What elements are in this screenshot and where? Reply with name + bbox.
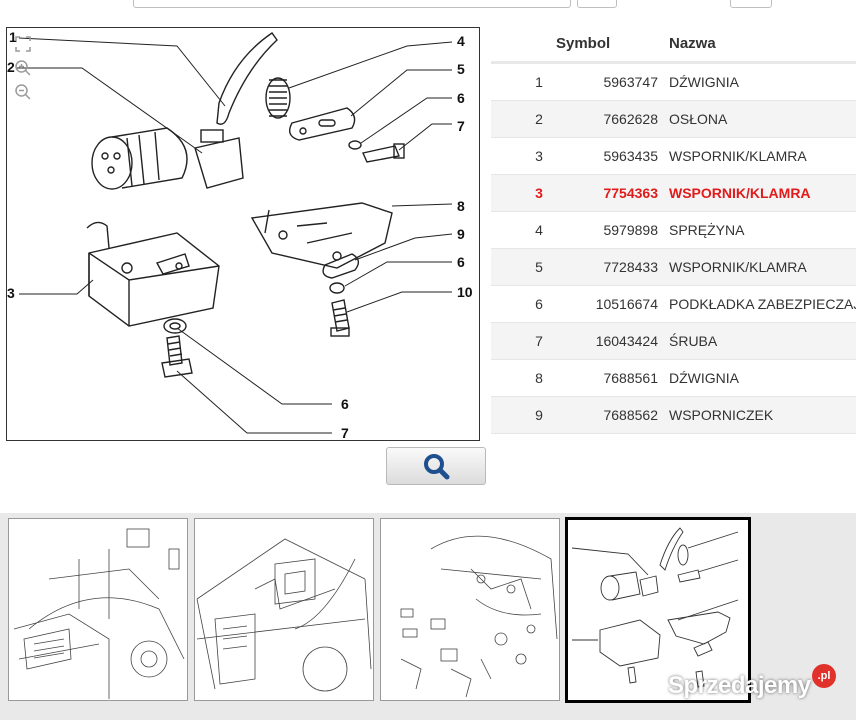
table-row[interactable]: 1 5963747 DŹWIGNIA	[491, 64, 856, 101]
row-part-number: 5963747	[603, 74, 658, 90]
row-part-name: DŹWIGNIA	[669, 74, 739, 90]
callout-label: 7	[341, 425, 349, 440]
thumbnail-diagram[interactable]	[194, 518, 374, 701]
callout-label: 6	[341, 396, 349, 412]
row-index: 8	[535, 370, 543, 386]
callout-label: 6	[457, 254, 465, 270]
header-name: Nazwa	[669, 35, 716, 52]
row-part-name: WSPORNIK/KLAMRA	[669, 185, 811, 201]
table-row[interactable]: 3 5963435 WSPORNIK/KLAMRA	[491, 138, 856, 175]
table-row[interactable]: 4 5979898 SPRĘŻYNA	[491, 212, 856, 249]
row-part-number: 7662628	[603, 111, 658, 127]
row-part-name: DŹWIGNIA	[669, 370, 739, 386]
callout-label: 8	[457, 198, 465, 214]
callout-label: 4	[457, 33, 465, 49]
zoom-in-icon[interactable]	[12, 59, 34, 81]
row-index: 6	[535, 296, 543, 312]
row-part-number: 7688561	[603, 370, 658, 386]
row-index: 3	[535, 148, 543, 164]
zoom-out-icon[interactable]	[12, 83, 34, 105]
row-index: 7	[535, 333, 543, 349]
callout-label: 6	[457, 90, 465, 106]
watermark-badge: .pl	[812, 664, 836, 688]
row-index: 5	[535, 259, 543, 275]
row-part-name: WSPORNIK/KLAMRA	[669, 259, 807, 275]
row-part-number: 7688562	[603, 407, 658, 423]
row-part-number: 5963435	[603, 148, 658, 164]
top-button[interactable]	[577, 0, 617, 8]
row-part-name: SPRĘŻYNA	[669, 222, 745, 238]
row-part-number: 10516674	[595, 296, 658, 312]
table-row[interactable]: 8 7688561 DŹWIGNIA	[491, 360, 856, 397]
table-row-highlighted[interactable]: 3 7754363 WSPORNIK/KLAMRA	[491, 175, 856, 212]
callout-label: 10	[457, 284, 473, 300]
thumbnail-diagram[interactable]	[8, 518, 188, 701]
row-part-number: 7754363	[603, 185, 658, 201]
row-index: 4	[535, 222, 543, 238]
search-field[interactable]	[133, 0, 571, 8]
callout-label: 2	[7, 59, 15, 75]
thumbnail-strip	[0, 513, 856, 720]
row-part-number: 16043424	[595, 333, 658, 349]
top-toolbar	[0, 0, 856, 10]
thumbnail-diagram[interactable]	[380, 518, 560, 701]
row-index: 2	[535, 111, 543, 127]
table-row[interactable]: 7 16043424 ŚRUBA	[491, 323, 856, 360]
row-part-number: 5979898	[603, 222, 658, 238]
table-row[interactable]: 6 10516674 PODKŁADKA ZABEZPIECZAJĄ	[491, 286, 856, 323]
row-part-name: WSPORNIK/KLAMRA	[669, 148, 807, 164]
row-part-name: ŚRUBA	[669, 333, 718, 349]
row-index: 1	[535, 74, 543, 90]
top-button[interactable]	[730, 0, 772, 8]
thumbnail-diagram-selected[interactable]	[565, 517, 751, 703]
row-part-name: OSŁONA	[669, 111, 728, 127]
watermark-logo: Sprzedajemy	[668, 672, 811, 699]
row-part-name: PODKŁADKA ZABEZPIECZAJĄ	[669, 296, 856, 312]
search-button[interactable]	[386, 447, 486, 485]
search-icon	[424, 454, 450, 480]
callout-label: 1	[9, 29, 17, 45]
callout-label: 9	[457, 226, 465, 242]
callout-label: 5	[457, 61, 465, 77]
header-symbol: Symbol	[556, 35, 611, 52]
row-index: 3	[535, 185, 543, 201]
parts-diagram[interactable]: 1 2 3 4 5 6 7 8 9 6 10 6 7	[6, 27, 480, 441]
fit-screen-icon[interactable]	[12, 35, 34, 57]
table-row[interactable]: 9 7688562 WSPORNICZEK	[491, 397, 856, 434]
table-header: Symbol Nazwa	[491, 27, 856, 64]
row-index: 9	[535, 407, 543, 423]
table-row[interactable]: 2 7662628 OSŁONA	[491, 101, 856, 138]
row-part-name: WSPORNICZEK	[669, 407, 774, 423]
row-part-number: 7728433	[603, 259, 658, 275]
callout-label: 3	[7, 285, 15, 301]
table-row[interactable]: 5 7728433 WSPORNIK/KLAMRA	[491, 249, 856, 286]
callout-label: 7	[457, 118, 465, 134]
parts-diagram-drawing: 1 2 3 4 5 6 7 8 9 6 10 6 7	[7, 29, 473, 440]
